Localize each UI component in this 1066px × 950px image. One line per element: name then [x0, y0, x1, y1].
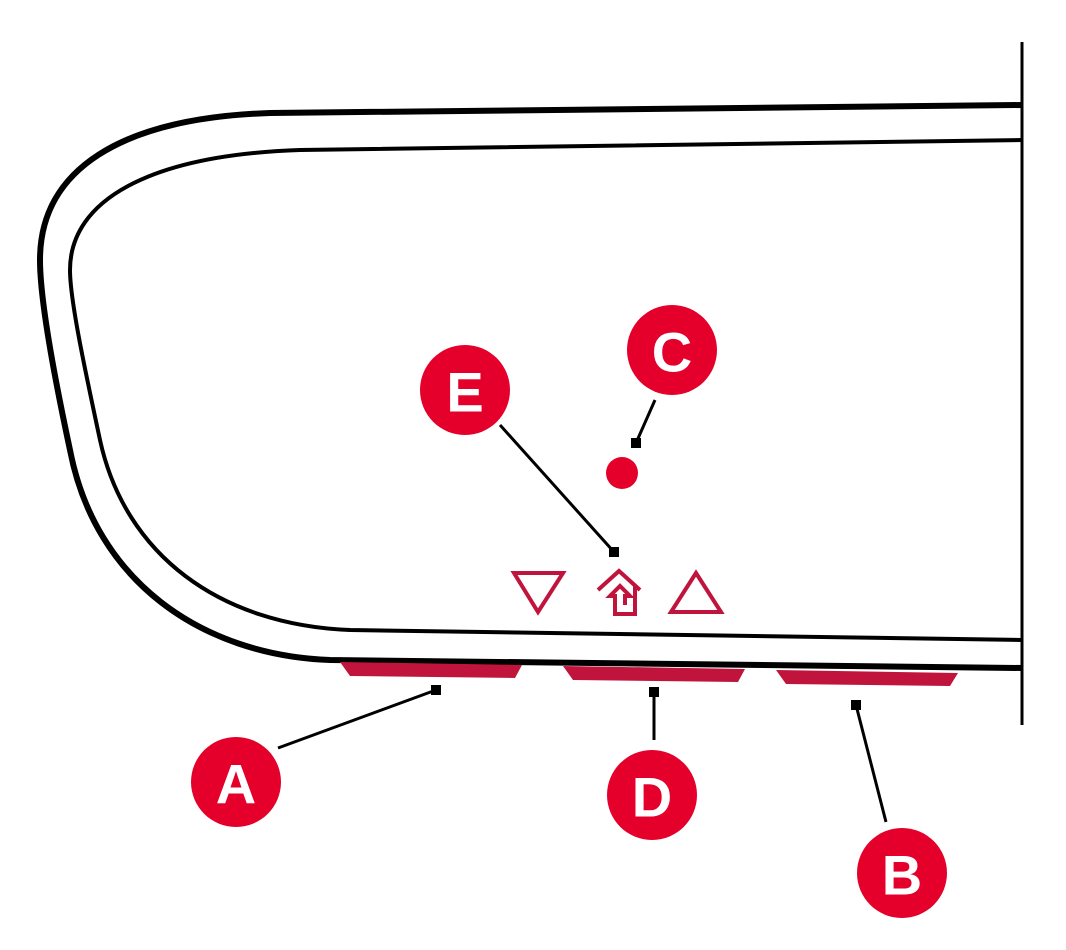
home-icon	[596, 568, 642, 616]
left-button[interactable]	[340, 662, 522, 678]
up-triangle-icon	[667, 569, 725, 614]
right-button[interactable]	[776, 670, 958, 686]
callout-e-label: E	[446, 361, 483, 424]
callout-b-label: B	[882, 844, 922, 907]
callout-d-label: D	[632, 766, 672, 829]
down-triangle-icon	[510, 571, 567, 616]
center-button[interactable]	[563, 666, 745, 682]
callout-b: B	[857, 828, 947, 918]
indicator-light	[606, 457, 638, 489]
callout-d: D	[607, 750, 697, 840]
callout-c: C	[627, 305, 717, 395]
mirror-outer-outline	[36, 102, 1023, 671]
callout-e: E	[420, 345, 510, 435]
leader-endpoints	[431, 438, 861, 710]
leader-lines	[277, 399, 888, 823]
mirror-inner-outline	[67, 138, 1023, 642]
callout-c-label: C	[652, 321, 692, 384]
callout-a-label: A	[216, 753, 256, 816]
callout-a: A	[191, 737, 281, 827]
